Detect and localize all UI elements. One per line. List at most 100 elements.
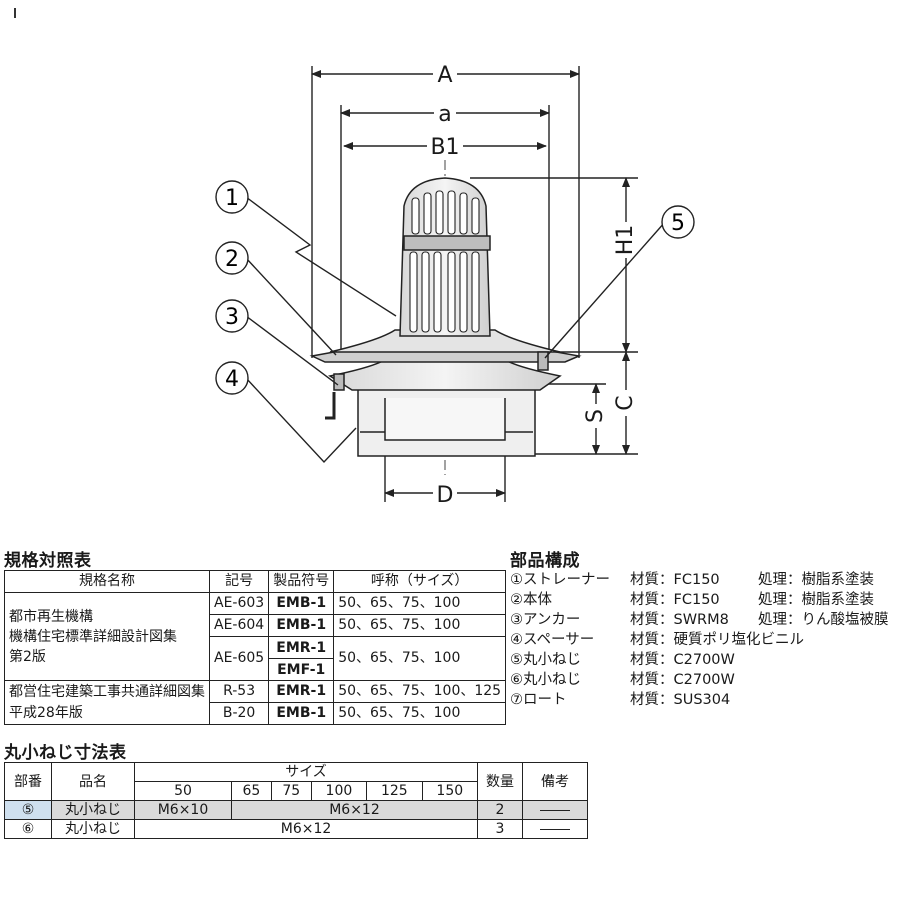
list-item: ④スペーサー材質：硬質ポリ塩化ビニル [510,630,889,650]
table-row: ⑥ 丸小ねじ M6×12 3 [4,819,588,839]
name-cell: 丸小ねじ [51,800,135,820]
product-code-cell: EMR-1 [268,680,335,703]
dim-label-D: D [437,483,454,508]
standards-table: 規格名称 記号 製品符号 呼称（サイズ） 都市再生機構 機構住宅標準詳細設計図集… [4,570,507,725]
standard-name-line: 機構住宅標準詳細設計図集 [9,628,177,645]
list-item: ⑤丸小ねじ 材質：C2700W [510,650,889,670]
part-material: 材質：FC150 [630,572,720,588]
col-header-note: 備考 [522,762,588,801]
table-row: 都営住宅建築工事共通詳細図集 平成28年版 R-53 EMR-1 50、65、7… [4,680,507,725]
size-cell: M6×10 [134,800,232,820]
size-header: 125 [366,781,423,801]
part-treatment: 処理：樹脂系塗装 [758,592,874,608]
parts-title: 部品構成 [510,551,580,571]
size-header: 150 [421,781,479,801]
callout-circle-1 [215,180,249,214]
part-treatment: 処理：樹脂系塗装 [758,572,874,588]
table-row: ⑤ 丸小ねじ M6×10 M6×12 2 [4,800,588,820]
symbol-cell: R-53 [208,680,270,703]
size-cell: 50、65、75、100 [333,636,507,681]
size-header: 50 [134,781,232,801]
list-item: ⑦ロート 材質：SUS304 [510,690,889,710]
part-name: ⑦ロート [510,692,567,708]
product-code-cell: EMF-1 [268,658,335,681]
col-header-name: 品名 [51,762,135,801]
list-item: ⑥丸小ねじ 材質：C2700W [510,670,889,690]
size-cell: M6×12 [230,800,479,820]
table-header-row: 部番 品名 サイズ 数量 備考 [4,762,588,801]
part-material: 材質：C2700W [630,652,735,668]
note-cell [522,800,588,820]
callout-5: 5 [671,211,685,236]
screw-size-table: 部番 品名 サイズ 数量 備考 50 65 75 100 125 150 ⑤ 丸… [4,762,588,839]
callout-3: 3 [225,305,239,330]
qty-cell: 3 [477,819,523,839]
table-header-row: 規格名称 記号 製品符号 呼称（サイズ） [4,570,507,593]
part-name: ⑤丸小ねじ [510,652,581,668]
col-header-qty: 数量 [477,762,523,801]
size-cell: 50、65、75、100、125 [333,680,507,703]
part-no-cell: ⑥ [4,819,52,839]
part-no-cell: ⑤ [4,800,52,820]
product-code-cell: EMR-1 [268,636,335,659]
part-material: 材質：FC150 [630,592,720,608]
leader-lines [245,196,666,464]
symbol-cell: AE-603 [208,592,270,615]
product-code-cell: EMB-1 [268,614,335,637]
col-header-standard-name: 規格名称 [4,570,210,593]
note-cell [522,819,588,839]
part-treatment: 処理：りん酸塩被膜 [758,612,889,628]
size-header: 65 [230,781,272,801]
col-header-size: 呼称（サイズ） [333,570,507,593]
callout-1: 1 [225,186,239,211]
symbol-cell: AE-605 [208,636,270,681]
product-code-cell: EMB-1 [268,702,335,725]
standard-name-line: 都営住宅建築工事共通詳細図集 [9,683,205,700]
symbol-cell: AE-604 [208,614,270,637]
standard-name-line: 第2版 [9,648,46,665]
qty-cell: 2 [477,800,523,820]
callout-circle-5 [661,205,695,239]
size-cell: M6×12 [134,819,478,839]
table-row: AE-605 EMR-1 50、65、75、100 [5,636,507,681]
standard-name-line: 平成28年版 [9,704,83,721]
part-material: 材質：硬質ポリ塩化ビニル [630,632,804,648]
dim-label-a: a [438,102,451,127]
part-material: 材質：SUS304 [630,692,731,708]
standard-name-cell: 都市再生機構 機構住宅標準詳細設計図集 第2版 [4,592,210,681]
col-header-product-code: 製品符号 [268,570,335,593]
list-item: ③アンカー 材質：SWRM8 処理：りん酸塩被膜 [510,610,889,630]
col-header-part-no: 部番 [4,762,52,801]
dim-label-S: S [583,409,608,423]
product-code-cell: EMB-1 [268,592,335,615]
col-header-symbol: 記号 [208,570,270,593]
callout-4: 4 [225,367,239,392]
dim-label-C: C [613,395,638,410]
size-cell: 50、65、75、100 [333,702,507,725]
dim-label-B1: B1 [430,135,459,160]
table-row: B-20 EMB-1 50、65、75、100 [5,702,507,725]
callout-circle-4 [215,361,249,395]
callout-circle-2 [215,241,249,275]
part-name: ⑥丸小ねじ [510,672,581,688]
drain-body [309,177,582,457]
symbol-cell: B-20 [208,702,270,725]
part-name: ①ストレーナー [510,572,610,588]
part-name: ③アンカー [510,612,581,628]
size-cell: 50、65、75、100 [333,614,507,637]
part-material: 材質：SWRM8 [630,612,729,628]
size-cell: 50、65、75、100 [333,592,507,615]
dimension-lines [311,66,638,502]
size-header: 100 [310,781,368,801]
callout-circle-3 [215,299,249,333]
standard-name-cell: 都営住宅建築工事共通詳細図集 平成28年版 [4,680,210,725]
dim-label-H1: H1 [613,225,638,256]
table-row: 都市再生機構 機構住宅標準詳細設計図集 第2版 AE-603 EMB-1 50、… [4,592,507,681]
size-header: 75 [270,781,312,801]
screws-title: 丸小ねじ寸法表 [4,743,127,763]
part-material: 材質：C2700W [630,672,735,688]
list-item: ①ストレーナー 材質：FC150 処理：樹脂系塗装 [510,570,889,590]
col-header-size: サイズ [134,762,478,782]
